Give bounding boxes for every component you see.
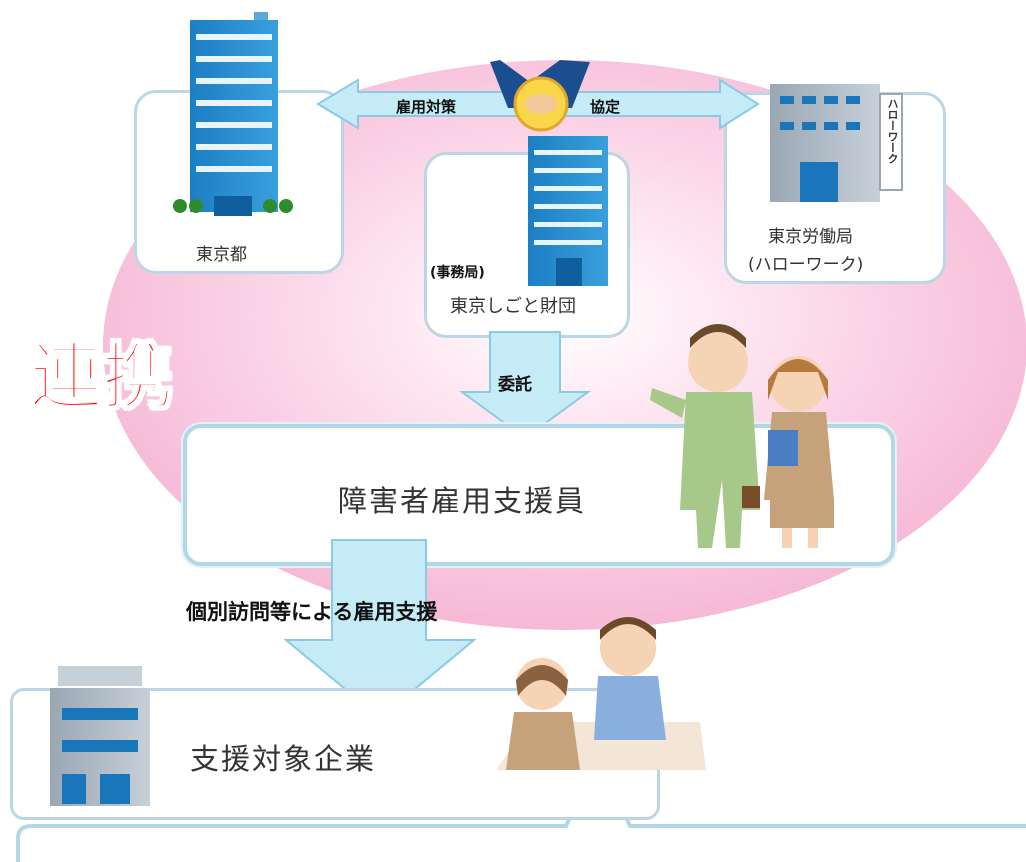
- visit-support-label: 個別訪問等による雇用支援: [186, 600, 438, 624]
- employment-measures-label: 雇用対策: [396, 98, 457, 116]
- meeting-people-icon: [496, 617, 706, 770]
- visit-support-arrow: [283, 539, 477, 720]
- agreement-label: 協定: [590, 98, 621, 116]
- labour-bureau-label-1: 東京労働局: [768, 227, 853, 247]
- tokyo-metro-label: 東京都: [196, 245, 247, 265]
- handshake-icon: [490, 60, 590, 132]
- commission-arrow: [458, 331, 592, 440]
- foundation-prefix: (事務局): [430, 265, 485, 281]
- business-people-icon: [650, 324, 834, 548]
- hellowork-building-icon: [770, 84, 903, 202]
- support-staff-label: 障害者雇用支援員: [338, 484, 587, 518]
- government-building-icon: [173, 12, 293, 216]
- office-building-icon: [50, 666, 150, 806]
- labour-bureau-label-2: (ハローワーク): [748, 255, 864, 275]
- commission-label: 委託: [498, 375, 532, 395]
- collaboration-title: 連携: [29, 334, 175, 420]
- foundation-building-icon: [528, 136, 608, 286]
- target-company-label: 支援対象企業: [190, 742, 377, 776]
- foundation-label: 東京しごと財団: [450, 296, 576, 317]
- hellowork-sign: ハローワーク: [886, 98, 899, 164]
